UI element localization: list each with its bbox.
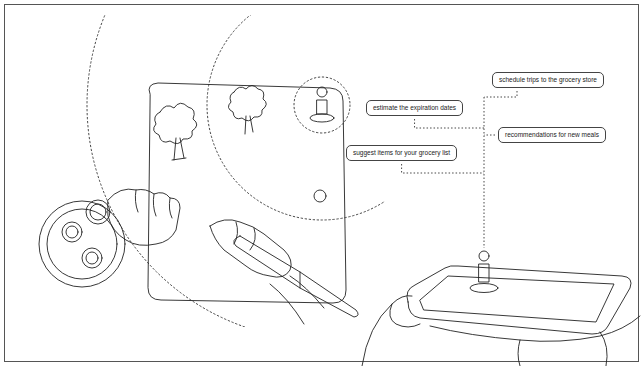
leader-line	[484, 91, 517, 97]
label-text: estimate the expiration dates	[373, 104, 456, 112]
phone-screen	[420, 276, 614, 322]
label-text: recommendations for new meals	[505, 131, 599, 139]
leader-line	[402, 164, 484, 173]
orbit-lines	[87, 15, 385, 327]
bowl	[39, 200, 125, 287]
knife	[234, 236, 358, 317]
label-box: estimate the expiration dates	[366, 100, 463, 116]
label-text: suggest items for your grocery list	[353, 149, 450, 157]
left-hand	[108, 189, 180, 245]
label-text: schedule trips to the grocery store	[499, 76, 597, 84]
leader-line	[484, 97, 485, 248]
label-box: recommendations for new meals	[498, 127, 606, 143]
label-box: suggest items for your grocery list	[346, 145, 457, 161]
frame	[5, 5, 639, 362]
label-box: schedule trips to the grocery store	[492, 72, 604, 88]
board-hole	[314, 190, 326, 202]
phone-hand	[362, 296, 640, 366]
vegetables	[154, 86, 267, 161]
phone	[407, 266, 631, 334]
cutting-board	[148, 83, 346, 303]
assistant-figure	[470, 251, 498, 293]
leader-line	[484, 135, 495, 136]
assistant-figure	[310, 87, 334, 122]
leader-line	[415, 119, 484, 128]
right-hand	[210, 220, 324, 324]
